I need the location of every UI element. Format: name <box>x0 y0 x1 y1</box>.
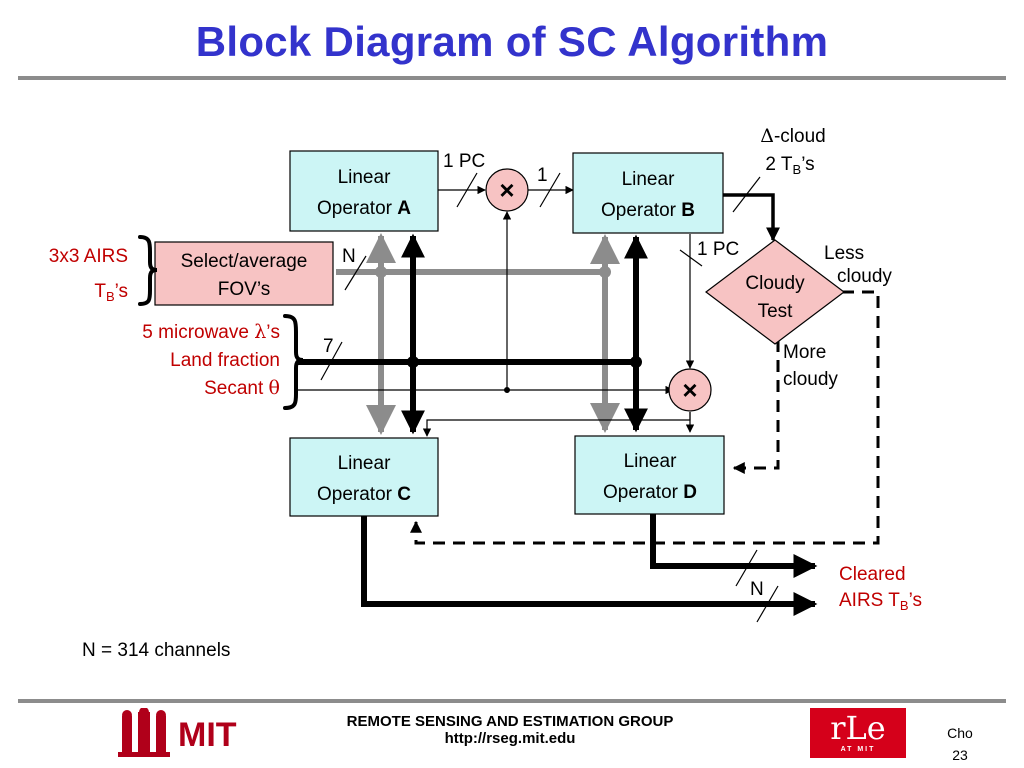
n-select-label: N <box>342 246 356 267</box>
less-cloudy-line1: Less <box>824 243 864 264</box>
footer-divider <box>18 699 1006 703</box>
operator-b-line1: Linear <box>622 169 675 190</box>
output-lines <box>361 514 818 616</box>
gray-fov-bus <box>336 233 620 435</box>
operator-d-line2: Operator D <box>603 482 697 503</box>
brackets <box>138 235 304 410</box>
airs-input-line2: TB’s <box>94 281 128 304</box>
land-fraction-input: Land fraction <box>170 350 280 371</box>
multiply-node-top: × <box>485 168 529 212</box>
pc-b-line <box>422 234 695 437</box>
more-cloudy-line2: cloudy <box>783 369 838 390</box>
page-info: Cho 23 <box>920 722 1000 766</box>
mit-wordmark: MIT <box>178 716 237 754</box>
channel-ticks <box>320 172 779 623</box>
operator-c: Linear Operator C <box>289 437 439 517</box>
rle-subtitle: AT MIT <box>840 746 876 753</box>
multiply-node-bottom: × <box>668 368 712 412</box>
more-cloudy-path <box>732 340 780 474</box>
seven-label: 7 <box>323 336 334 357</box>
cloudy-test-diamond: Cloudy Test <box>705 239 845 345</box>
delta-cloud-line2: 2 TB’s <box>765 154 814 177</box>
pc-b-label: 1 PC <box>697 239 739 260</box>
operator-c-line2: Operator C <box>317 484 411 505</box>
airs-input-line1: 3x3 AIRS <box>49 246 128 267</box>
page-number: 23 <box>952 747 968 763</box>
pc-a-label: 1 PC <box>443 151 485 172</box>
microwave-bus <box>298 233 648 435</box>
output-line1: Cleared <box>839 564 906 585</box>
operator-b: Linear Operator B <box>572 152 724 234</box>
n-out-label: N <box>750 579 764 600</box>
operator-a: Linear Operator A <box>289 150 439 232</box>
rle-logo: rLe AT MIT <box>810 708 906 758</box>
block-diagram: Linear Operator A Linear Operator B Line… <box>49 125 922 661</box>
output-line2: AIRS TB’s <box>839 590 922 613</box>
group-name: REMOTE SENSING AND ESTIMATION GROUP <box>346 713 674 730</box>
select-average-box: Select/average FOV’s <box>154 241 334 306</box>
operator-b-line2: Operator B <box>601 200 695 221</box>
operator-d: Linear Operator D <box>574 435 725 515</box>
select-line1: Select/average <box>181 251 308 272</box>
less-cloudy-path <box>410 290 880 545</box>
multiply-symbol-bottom: × <box>682 375 697 405</box>
select-line2: FOV’s <box>218 279 270 300</box>
microwave-input: 5 microwave λ’s <box>142 321 280 343</box>
black-junction-left <box>407 356 419 368</box>
less-cloudy-line2: cloudy <box>837 266 892 287</box>
more-cloudy-line1: More <box>783 342 826 363</box>
operator-a-line1: Linear <box>338 167 391 188</box>
gray-junction-left <box>375 266 387 278</box>
cloudy-test-line1: Cloudy <box>745 273 805 294</box>
channel-count-note: N = 314 channels <box>82 640 230 661</box>
black-junction-right <box>630 356 642 368</box>
one-label: 1 <box>537 165 548 186</box>
title-divider <box>18 76 1006 80</box>
gray-junction-right <box>599 266 611 278</box>
cloudy-test-line2: Test <box>758 301 794 322</box>
author-name: Cho <box>947 725 973 741</box>
operator-a-line2: Operator A <box>317 198 411 219</box>
multiply-symbol-top: × <box>499 175 514 205</box>
operator-d-line1: Linear <box>624 451 677 472</box>
delta-cloud-line1: Δ-cloud <box>760 125 825 147</box>
footer-credits: REMOTE SENSING AND ESTIMATION GROUP http… <box>260 713 760 747</box>
slide-title: Block Diagram of SC Algorithm <box>195 18 829 65</box>
delta-cloud-line <box>723 193 780 242</box>
mit-seal-logo <box>118 708 170 757</box>
secant-input: Secant θ <box>204 377 280 399</box>
operator-c-line1: Linear <box>338 453 391 474</box>
rle-wordmark: rLe <box>830 709 886 747</box>
group-url[interactable]: http://rseg.mit.edu <box>444 730 576 747</box>
